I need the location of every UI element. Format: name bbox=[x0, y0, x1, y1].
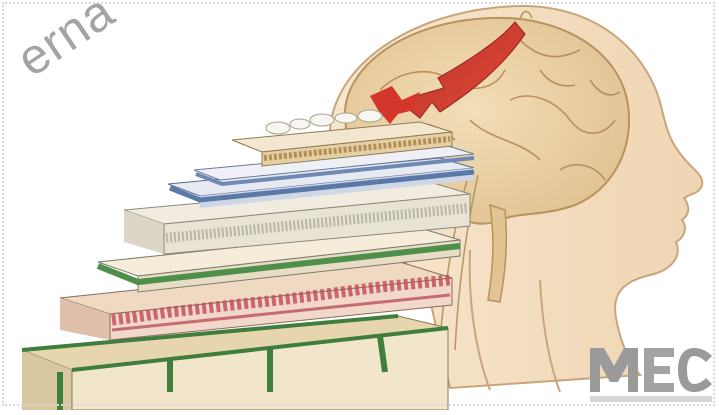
mec-logo-graphic bbox=[588, 342, 716, 406]
mec-logo bbox=[588, 342, 716, 406]
